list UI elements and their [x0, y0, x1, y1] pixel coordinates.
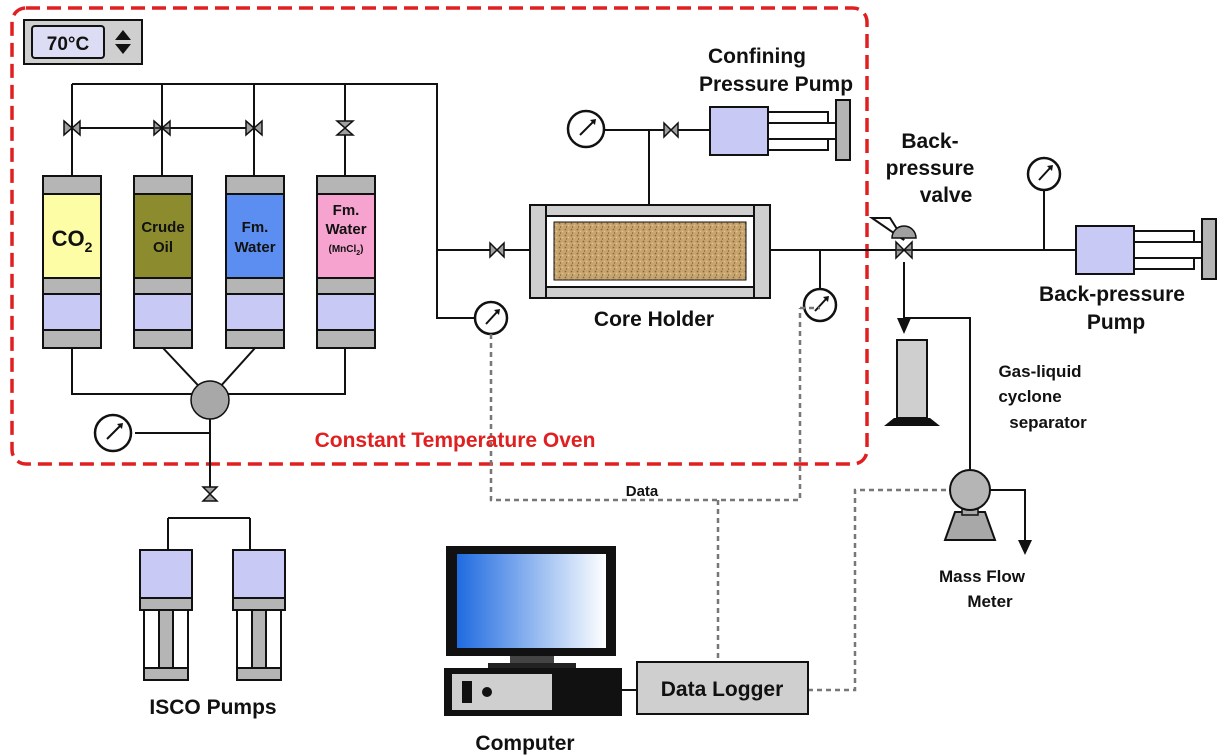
svg-text:(MnCl2): (MnCl2) [328, 244, 363, 257]
cylinder-valve-co2[interactable] [63, 119, 81, 137]
inlet-pressure-gauge-icon [473, 300, 509, 336]
confining-pressure-pump [709, 99, 851, 161]
back-pressure-valve[interactable] [868, 217, 917, 260]
gas-liquid-cyclone-separator [884, 339, 940, 426]
crude-oil-label-line2: Oil [153, 239, 173, 256]
core-holder-label: Core Holder [594, 308, 714, 331]
mass-flow-label-line1: Mass Flow [939, 567, 1026, 586]
bp-pump-label-line1: Back-pressure [1039, 283, 1185, 306]
svg-text:CO2: CO2 [52, 226, 93, 255]
temperature-display[interactable]: 70°C [23, 19, 143, 65]
mncl2-formula-start: (MnCl [328, 244, 356, 255]
computer-tower [444, 668, 622, 716]
fm-water-mncl2-cylinder: Fm. Water (MnCl2) [316, 175, 376, 349]
bp-valve-label-line1: Back- [901, 130, 958, 153]
cylinder-valve-fm-water-mncl2[interactable] [335, 120, 355, 136]
computer-monitor [446, 546, 616, 669]
temperature-down-arrow-icon[interactable] [115, 44, 131, 54]
isco-pumps-label: ISCO Pumps [149, 696, 276, 719]
mass-flow-meter [943, 469, 1026, 541]
temperature-value: 70 [47, 34, 68, 55]
co2-label: CO [52, 226, 85, 251]
core-inlet-valve[interactable] [489, 241, 505, 259]
fm-water-mncl2-label-line2: Water [325, 221, 366, 238]
data-logger [636, 661, 809, 715]
co2-subscript: 2 [85, 239, 93, 255]
crude-oil-cylinder: Crude Oil [133, 175, 193, 349]
separator-label-line3: separator [1009, 413, 1087, 432]
fm-water-label-line1: Fm. [242, 219, 269, 236]
temperature-up-arrow-icon[interactable] [115, 30, 131, 40]
outlet-pressure-gauge-icon [802, 287, 838, 323]
cylinder-valve-crude-oil[interactable] [153, 119, 171, 137]
distribution-node [190, 380, 230, 420]
bp-valve-label-line3: valve [920, 184, 973, 207]
isco-pump-left [139, 549, 193, 681]
back-pressure-pump [1075, 218, 1217, 280]
svg-text:70°C: 70°C [47, 34, 90, 55]
mncl2-formula-end: ) [360, 244, 363, 255]
confining-pump-label-line1: Confining [708, 45, 806, 68]
separator-inlet-arrow-icon [897, 318, 911, 334]
sand-core-sample [553, 221, 747, 281]
crude-oil-label-line1: Crude [141, 219, 184, 236]
oven-title: Constant Temperature Oven [315, 429, 596, 452]
bp-valve-label-line2: pressure [886, 157, 975, 180]
bp-pump-label-line2: Pump [1087, 311, 1145, 334]
inlet-manifold-piping [71, 83, 530, 319]
temperature-unit: °C [68, 34, 90, 55]
confining-pressure-gauge-icon [566, 109, 606, 149]
fm-water-cylinder: Fm. Water [225, 175, 285, 349]
isco-inlet-valve[interactable] [201, 486, 219, 502]
confining-pump-label-line2: Pressure Pump [699, 73, 853, 96]
confining-valve[interactable] [663, 121, 679, 139]
confining-piping [586, 129, 710, 205]
cylinder-valve-fm-water[interactable] [245, 119, 263, 137]
mass-flow-outlet-arrow-icon [1018, 540, 1032, 555]
pressure-gauge-icon [93, 413, 133, 453]
data-signal-wires [489, 306, 950, 692]
separator-label-line2: cyclone [998, 387, 1061, 406]
outlet-piping [770, 190, 1076, 470]
mncl2-subscript: 2 [356, 250, 360, 257]
data-logger-label: Data Logger [661, 678, 784, 701]
back-pressure-gauge-icon [1026, 156, 1062, 192]
data-label: Data [626, 483, 659, 500]
fm-water-mncl2-label-line1: Fm. [333, 202, 360, 219]
co2-cylinder: CO2 [42, 175, 102, 349]
core-holder [529, 204, 771, 299]
separator-label-line1: Gas-liquid [998, 362, 1081, 381]
oven-boundary [10, 6, 869, 466]
mass-flow-label-line2: Meter [967, 592, 1013, 611]
fm-water-label-line2: Water [234, 239, 275, 256]
isco-pump-right [232, 549, 286, 681]
computer-label: Computer [475, 732, 574, 755]
